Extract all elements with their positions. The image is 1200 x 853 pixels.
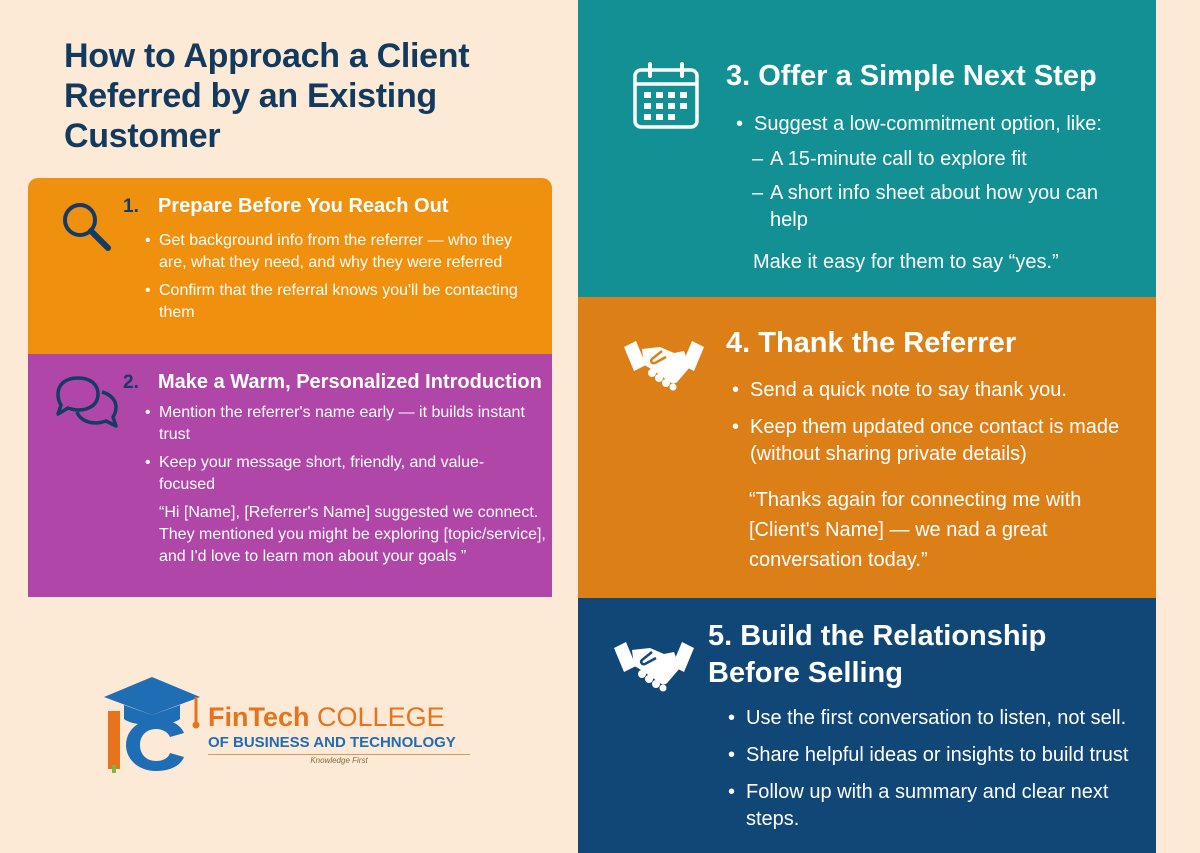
- list-item: A short info sheet about how you can hel…: [752, 180, 1102, 234]
- step-4-card: 4. Thank the Referrer Send a quick note …: [578, 297, 1156, 598]
- logo-tagline: Knowledge First: [208, 754, 470, 765]
- step-2-heading: Make a Warm, Personalized Introduction: [158, 371, 542, 393]
- step-5-card: 5. Build the Relationship Before Selling…: [578, 598, 1156, 853]
- college-logo: FinTech COLLEGE OF BUSINESS AND TECHNOLO…: [208, 702, 498, 765]
- logo-name-bold: FinTech: [208, 702, 310, 732]
- step-2-number: 2.: [123, 372, 139, 393]
- step-1-number: 1.: [123, 196, 139, 217]
- logo-name-rest: COLLEGE: [317, 702, 445, 732]
- list-item: Suggest a low-commitment option, like:: [736, 111, 1146, 138]
- list-item: Share helpful ideas or insights to build…: [728, 742, 1148, 769]
- logo-subtitle: OF BUSINESS AND TECHNOLOGY: [208, 734, 456, 751]
- magnifier-icon: [63, 203, 111, 251]
- step-1-card: 1. Prepare Before You Reach Out Get back…: [28, 178, 552, 355]
- intro-quote: “Hi [Name], [Referrer's Name] suggested …: [159, 504, 546, 565]
- list-item: Mention the referrer's name early — it b…: [145, 402, 530, 446]
- step-4-heading: 4. Thank the Referrer: [726, 327, 1017, 359]
- step-3-note: Make it easy for them to say “yes.”: [753, 251, 1059, 273]
- thank-you-quote: “Thanks again for connecting me with [Cl…: [749, 489, 1082, 571]
- list-item: Use the first conversation to listen, no…: [728, 705, 1148, 732]
- handshake-icon: [614, 642, 694, 692]
- handshake-icon: [624, 341, 704, 391]
- list-item: Keep your message short, friendly, and v…: [145, 452, 530, 496]
- list-item: Send a quick note to say thank you.: [732, 377, 1152, 404]
- step-3-heading: 3. Offer a Simple Next Step: [726, 60, 1097, 92]
- list-item: A 15-minute call to explore fit: [752, 146, 1102, 173]
- chat-bubbles-icon: [56, 376, 118, 428]
- list-item: Follow up with a summary and clear next …: [728, 779, 1148, 833]
- step-2-card: 2. Make a Warm, Personalized Introductio…: [28, 354, 552, 597]
- list-item: Confirm that the referral knows you'll b…: [145, 280, 530, 324]
- page-title: How to Approach a Client Referred by an …: [64, 37, 470, 155]
- calendar-icon: [633, 62, 699, 129]
- college-logo-icon: [104, 677, 200, 773]
- step-3-card: 3. Offer a Simple Next Step Suggest a lo…: [578, 0, 1156, 297]
- step-1-heading: Prepare Before You Reach Out: [158, 195, 449, 217]
- list-item: Get background info from the referrer — …: [145, 230, 530, 274]
- step-5-heading: 5. Build the Relationship Before Selling: [708, 620, 1047, 689]
- list-item: Keep them updated once contact is made (…: [732, 414, 1152, 468]
